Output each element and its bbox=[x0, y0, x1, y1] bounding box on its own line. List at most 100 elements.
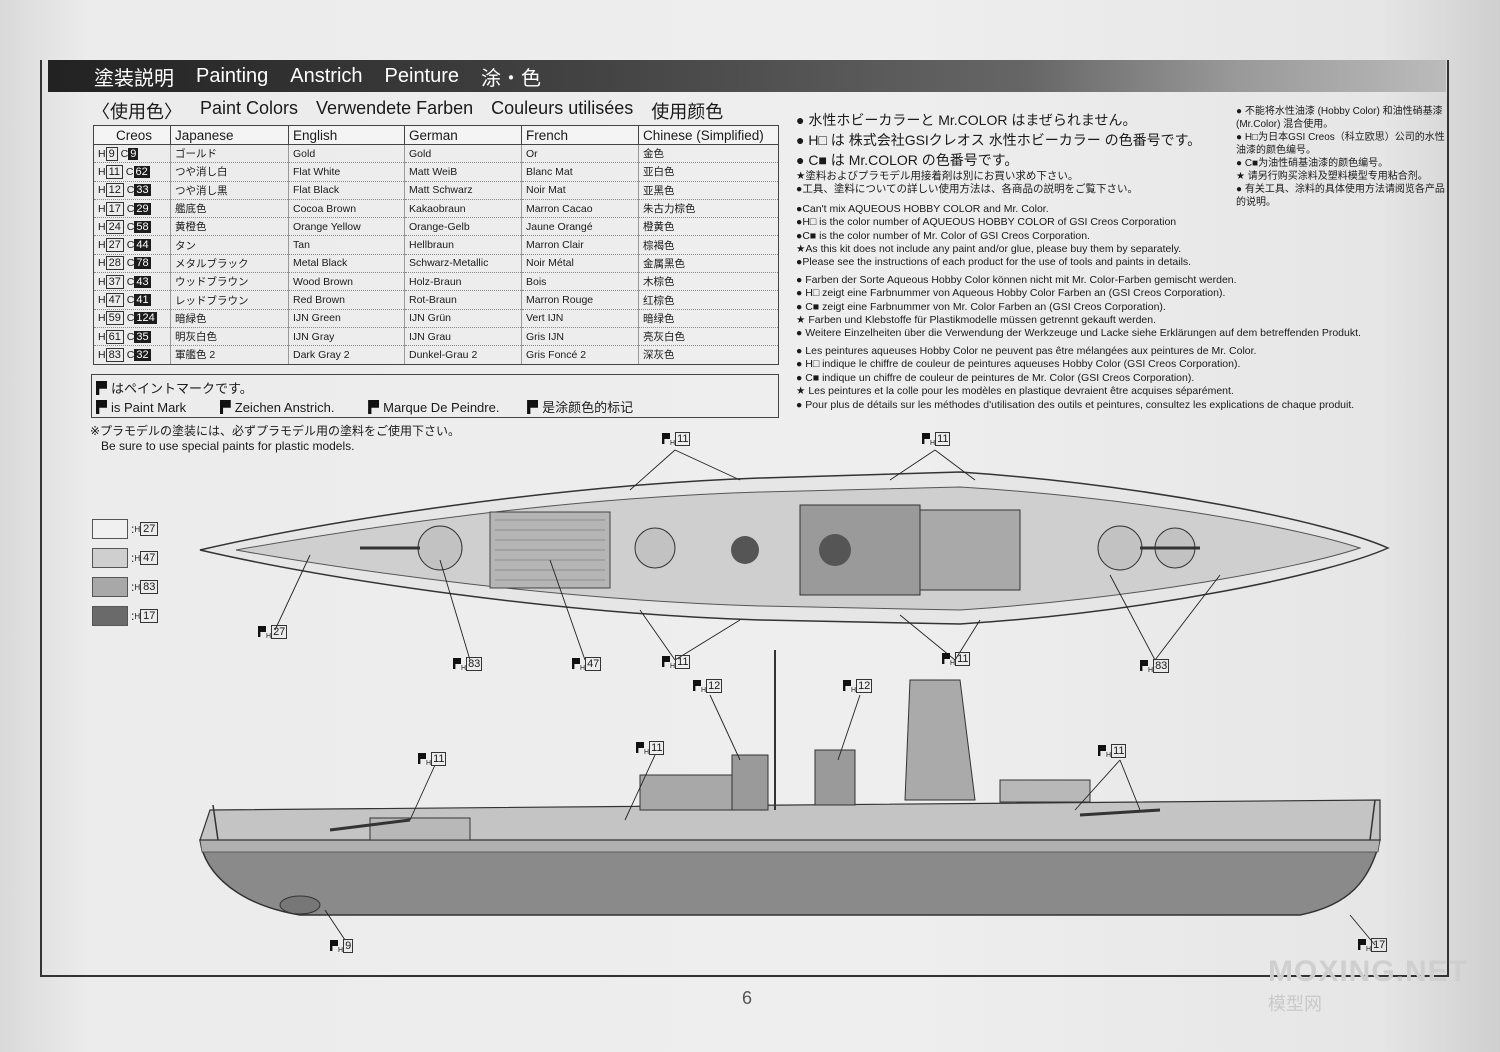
paint-mark-icon bbox=[368, 400, 380, 414]
french-cell: Gris IJN bbox=[521, 326, 639, 346]
japanese-cell: 艦底色 bbox=[170, 198, 289, 218]
chinese-cell: 深灰色 bbox=[638, 345, 779, 365]
japanese-cell: 軍艦色 2 bbox=[170, 345, 289, 365]
japanese-cell: レッドブラウン bbox=[170, 290, 289, 310]
column-header: Chinese (Simplified) bbox=[638, 125, 779, 145]
hobby-color-code: 37 bbox=[105, 274, 124, 289]
german-cell: Matt WeiB bbox=[404, 162, 522, 182]
japanese-cell: つや消し白 bbox=[170, 162, 289, 182]
chinese-cell: 金属黑色 bbox=[638, 253, 779, 273]
english-cell: Flat White bbox=[288, 162, 405, 182]
mr-color-code: 58 bbox=[134, 220, 151, 233]
german-cell: Kakaobraun bbox=[404, 198, 522, 218]
paint-mark-line2: is Paint Mark Zeichen Anstrich. Marque D… bbox=[96, 397, 633, 416]
paint-mark-icon bbox=[96, 381, 107, 395]
hobby-color-code: 61 bbox=[105, 329, 124, 344]
ship-side-view bbox=[199, 650, 1381, 916]
page-number: 6 bbox=[742, 988, 753, 1008]
note-fr-1: ● H□ indique le chiffre de couleur de pe… bbox=[796, 358, 1241, 371]
chinese-notes: ● 不能将水性油漆 (Hobby Color) 和油性硝基漆 (Mr.Color… bbox=[1236, 105, 1446, 209]
japanese-cell: ゴールド bbox=[170, 143, 289, 163]
swatch bbox=[92, 606, 128, 626]
color-notes: ● 水性ホビーカラーと Mr.COLOR はまぜられません。 ● H□ は 株式… bbox=[796, 110, 1396, 412]
header-fr: Peinture bbox=[384, 64, 460, 87]
paint-mark-icon bbox=[418, 753, 426, 764]
hobby-color-code: 9 bbox=[105, 146, 118, 161]
note-en-2: ●C■ is the color number of Mr. Color of … bbox=[796, 229, 1090, 242]
paint-mark-icon bbox=[330, 940, 338, 951]
paint-mark-icon bbox=[662, 656, 670, 667]
swatch bbox=[92, 519, 128, 539]
mr-color-code: 78 bbox=[134, 257, 151, 270]
hobby-color-code: 28 bbox=[105, 256, 124, 271]
english-cell: Wood Brown bbox=[288, 272, 405, 291]
french-cell: Noir Métal bbox=[521, 253, 639, 273]
chinese-cell: 亚黑色 bbox=[638, 180, 779, 200]
mr-color-code: 44 bbox=[134, 239, 151, 252]
french-cell: Vert IJN bbox=[521, 308, 639, 328]
note-de-4: ● Weitere Einzelheiten über die Verwendu… bbox=[796, 327, 1361, 340]
hobby-color-code: 17 bbox=[105, 201, 124, 216]
callout-leaders bbox=[274, 449, 1376, 946]
paint-mark-icon bbox=[843, 680, 851, 691]
english-cell: Dark Gray 2 bbox=[288, 345, 405, 365]
japanese-cell: つや消し黒 bbox=[170, 180, 289, 200]
english-cell: Cocoa Brown bbox=[288, 198, 405, 218]
japanese-cell: ウッドブラウン bbox=[170, 272, 289, 291]
paint-mark-icon bbox=[693, 680, 701, 691]
english-cell: Gold bbox=[288, 143, 405, 163]
french-cell: Marron Clair bbox=[521, 235, 639, 255]
paint-mark-line1: はペイントマークです。 bbox=[96, 378, 253, 397]
paint-mark-icon bbox=[1358, 939, 1366, 950]
note-en-4: ●Please see the instructions of each pro… bbox=[796, 256, 1192, 269]
ship-top-view bbox=[199, 471, 1390, 625]
swatch bbox=[92, 548, 128, 568]
french-cell: Gris Foncé 2 bbox=[521, 345, 639, 365]
hobby-color-code: 27 bbox=[105, 238, 124, 253]
legend-code: 47 bbox=[140, 551, 159, 565]
paint-mark-icon bbox=[527, 400, 539, 414]
note-en-3: ★As this kit does not include any paint … bbox=[796, 243, 1182, 256]
german-cell: Orange-Gelb bbox=[404, 217, 522, 236]
paint-mark-icon bbox=[258, 626, 266, 637]
german-cell: Dunkel-Grau 2 bbox=[404, 345, 522, 365]
hobby-color-code: 24 bbox=[105, 219, 124, 234]
german-cell: Matt Schwarz bbox=[404, 180, 522, 200]
hobby-color-code: 12 bbox=[105, 183, 124, 198]
watermark-sub: 模型网 bbox=[1268, 994, 1322, 1014]
note-ja-small-1: ●工具、塗料についての詳しい使用方法は、各商品の説明をご覧下さい。 bbox=[796, 183, 1139, 196]
japanese-cell: 黄橙色 bbox=[170, 217, 289, 236]
mr-color-code: 62 bbox=[133, 165, 150, 178]
plastic-note-en: Be sure to use special paints for plasti… bbox=[101, 439, 355, 453]
legend-code: 17 bbox=[140, 609, 159, 623]
column-header: French bbox=[521, 125, 639, 145]
note-ja-2: ● C■ は Mr.COLOR の色番号です。 bbox=[796, 152, 1019, 168]
mr-color-code: 43 bbox=[134, 275, 151, 288]
english-cell: IJN Gray bbox=[288, 326, 405, 346]
german-cell: Holz-Braun bbox=[404, 272, 522, 291]
paint-mark-icon bbox=[636, 742, 644, 753]
